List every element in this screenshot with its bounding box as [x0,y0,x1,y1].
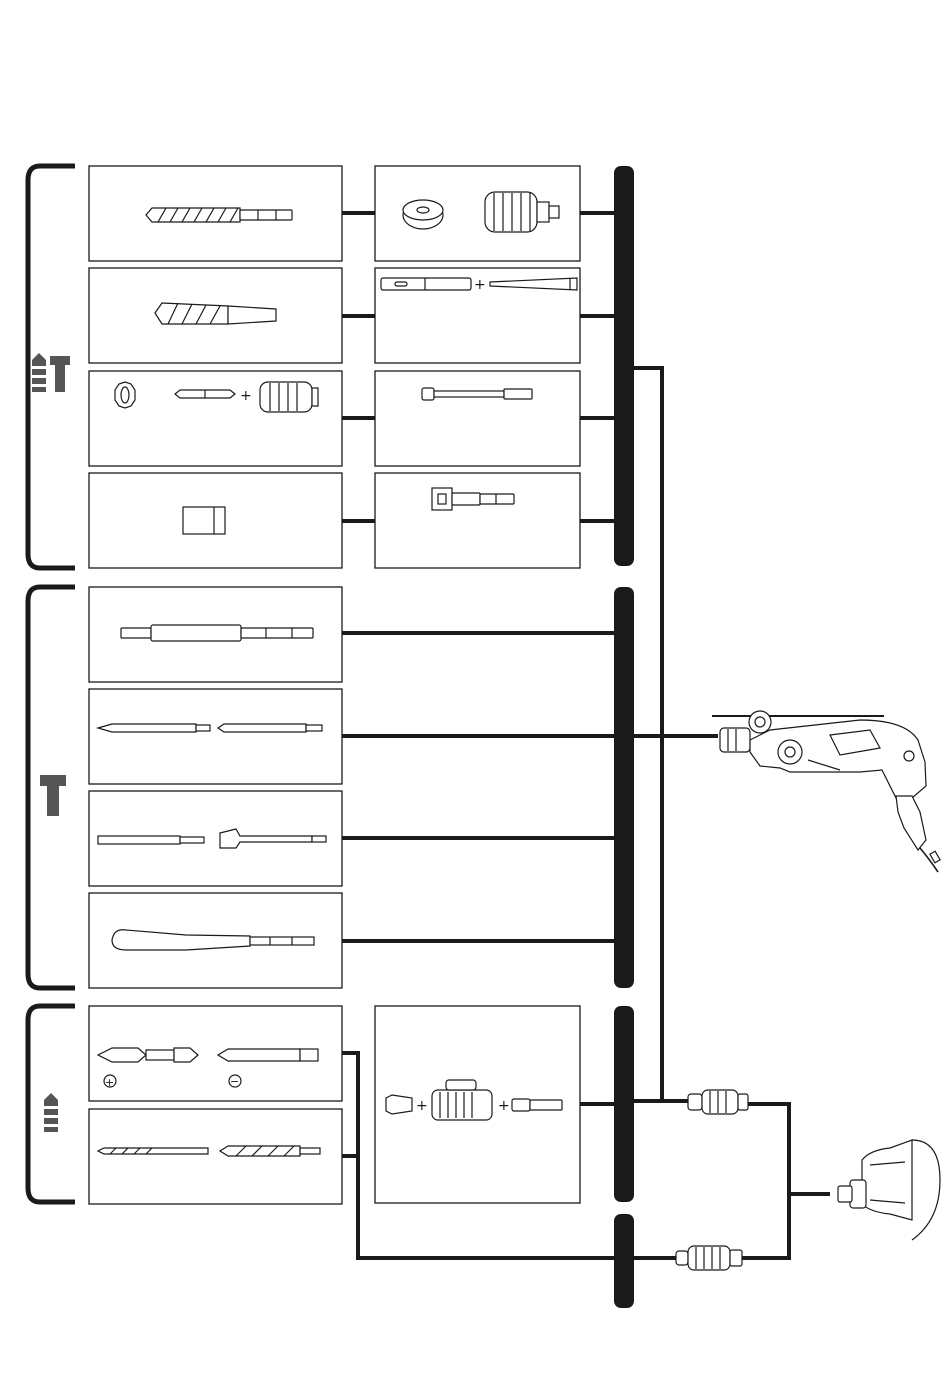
rotary-hammer [712,711,940,872]
phillips-symbol: + [105,1076,114,1089]
sds-drill-bit-icon [146,208,292,222]
plus-sign: + [498,1098,510,1114]
rod-icon [121,625,313,641]
panel-twist-and-wood-bits [89,1109,342,1204]
tool-front-chuck-mount [838,1140,940,1240]
panel-socket-adapter [375,473,580,568]
rotary-hammer-icon [712,711,940,872]
panel-extension-adapter [375,371,580,466]
panel-adapter-and-wedge: + [375,268,580,363]
sds-chuck [688,1090,748,1114]
panel-socket [89,473,342,568]
panel-dust-cap-and-core-cutter [375,166,580,261]
plus-sign: + [240,388,252,404]
sds-chuck-icon [688,1090,748,1114]
drill-bit-icon [44,1093,58,1132]
panel-pointed-and-flat-chisel [89,689,342,784]
bus-bar-hammer-drilling [614,166,634,566]
panel-screwdriver-bits: + − [89,1006,342,1101]
chuck-mount-icon [838,1140,940,1240]
mode-group-hammer-drilling [28,166,75,568]
hammer-icon [40,775,66,816]
plus-sign: + [474,277,486,293]
panel-core-bit-kit: + [89,371,342,466]
bus-bar-keyless [614,1214,634,1308]
dust-cap-icon [403,200,443,229]
socket-icon [183,507,225,534]
panel-taper-drill-bit [89,268,342,363]
mode-group-chiselling [28,587,75,988]
panel-sds-plus-drill-bit [89,166,342,261]
panel-sds-plus-pointed-rod [89,587,342,682]
slotted-symbol: − [230,1075,239,1088]
bus-bar-chiselling [614,587,634,988]
mode-group-drilling [28,1006,75,1202]
panel-gouge-chisel [89,893,342,988]
drill-plus-hammer-icon [32,353,70,392]
keyless-chuck [676,1246,742,1270]
plus-sign: + [416,1098,428,1114]
pointed-chisel-icon [98,724,322,732]
panel-chuck-adapter-set: + + [375,1006,580,1203]
bus-bar-drilling [614,1006,634,1202]
panel-flat-and-wide-chisel [89,791,342,886]
keyless-chuck-icon [676,1246,742,1270]
